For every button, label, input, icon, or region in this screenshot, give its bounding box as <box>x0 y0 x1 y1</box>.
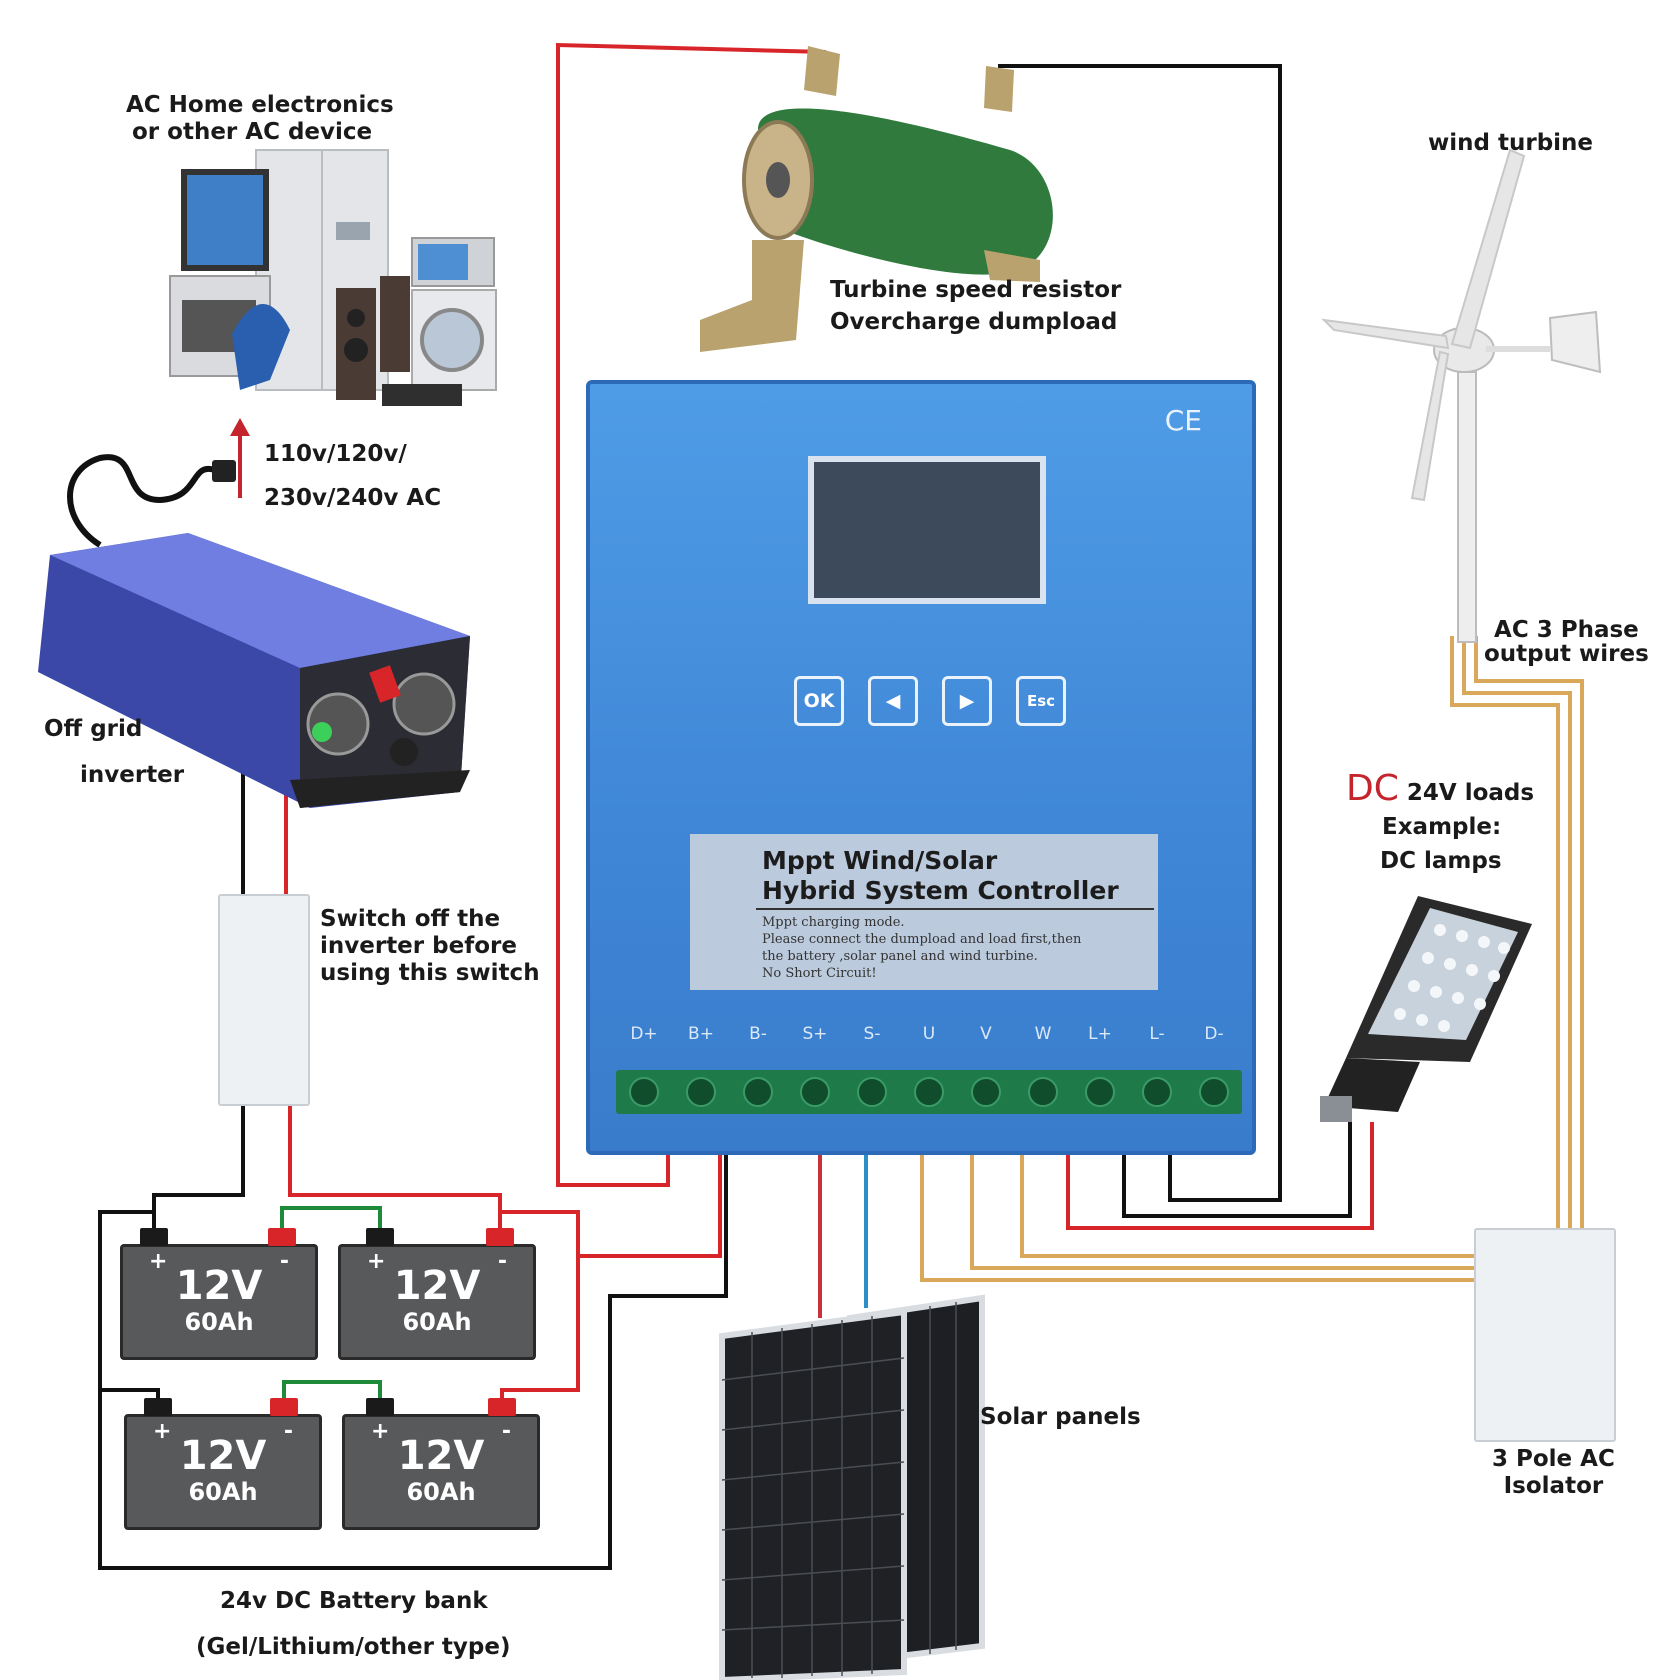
ac-phase-wires <box>920 636 1584 1282</box>
terminal-screw[interactable] <box>857 1077 887 1107</box>
terminal-label-u: U <box>922 1024 936 1044</box>
ce-mark: CE <box>1164 404 1202 437</box>
battery-3-negative-terminal <box>144 1398 172 1416</box>
battery-1-positive-terminal <box>268 1228 296 1246</box>
battery-bank-negative-return <box>98 1155 728 1570</box>
inverter-illustration <box>38 533 470 808</box>
left-button[interactable]: ◀ <box>868 676 918 726</box>
battery-4-positive-terminal <box>488 1398 516 1416</box>
terminal-label-b-plus: B+ <box>688 1024 714 1044</box>
power-plug <box>212 460 236 482</box>
battery-3-positive-terminal <box>270 1398 298 1416</box>
dumpload-negative-wire <box>998 64 1282 1202</box>
terminal-label-l-plus: L+ <box>1088 1024 1112 1044</box>
ac-output-arrow-head <box>230 418 250 436</box>
dumpload-resistor-illustration <box>700 46 1053 352</box>
esc-button[interactable]: Esc <box>1016 676 1066 726</box>
battery-series-negative <box>98 1210 160 1402</box>
terminal-label-d-minus: D- <box>1204 1024 1224 1044</box>
battery-series-positive <box>498 1210 580 1402</box>
battery-4-negative-terminal <box>366 1398 394 1416</box>
dc-load-positive-wire <box>1066 1122 1374 1230</box>
battery-2-positive-terminal <box>486 1228 514 1246</box>
solar-panels-illustration <box>719 1294 985 1680</box>
terminal-label-b-minus: B- <box>749 1024 767 1044</box>
terminal-screw[interactable] <box>1028 1077 1058 1107</box>
ac-devices-illustration <box>169 149 497 406</box>
terminal-screw[interactable] <box>743 1077 773 1107</box>
terminal-screw[interactable] <box>629 1077 659 1107</box>
terminal-label-d-plus: D+ <box>630 1024 658 1044</box>
terminal-label-l-minus: L- <box>1149 1024 1165 1044</box>
lcd-screen <box>808 456 1046 604</box>
terminal-screw[interactable] <box>800 1077 830 1107</box>
dumpload-positive-wire <box>556 42 827 1187</box>
ac-voltage-label: 110v/120v/230v/240v AC <box>264 441 442 511</box>
power-cord <box>67 454 216 548</box>
terminal-label-s-minus: S- <box>863 1024 881 1044</box>
wind-turbine-label: wind turbine <box>1428 130 1594 156</box>
battery-bank-label: 24v DC Battery bank(Gel/Lithium/other ty… <box>196 1588 511 1660</box>
wind-turbine-illustration <box>1321 148 1602 643</box>
battery-bank-positive-feed <box>578 1155 722 1258</box>
terminal-block <box>616 1070 1242 1114</box>
two-pole-breaker <box>218 894 310 1106</box>
terminal-screw[interactable] <box>971 1077 1001 1107</box>
battery-link-bottom <box>282 1380 382 1402</box>
terminal-screw[interactable] <box>686 1077 716 1107</box>
dc-accent-text: DC <box>1346 768 1399 809</box>
right-button[interactable]: ▶ <box>942 676 992 726</box>
battery-link-top <box>280 1206 382 1232</box>
solar-panels-label: Solar panels <box>980 1404 1141 1430</box>
ok-button[interactable]: OK <box>794 676 844 726</box>
terminal-screw[interactable] <box>1199 1077 1229 1107</box>
terminal-screw[interactable] <box>1142 1077 1172 1107</box>
controller-notes: Mppt charging mode.Please connect the du… <box>762 915 1082 981</box>
three-pole-isolator <box>1474 1228 1616 1442</box>
battery-1-negative-terminal <box>140 1228 168 1246</box>
terminal-screw[interactable] <box>914 1077 944 1107</box>
label-divider <box>756 908 1154 910</box>
terminal-label-w: W <box>1034 1024 1052 1044</box>
terminal-screw[interactable] <box>1085 1077 1115 1107</box>
terminal-label-s-plus: S+ <box>802 1024 828 1044</box>
breaker-negative-wire <box>152 1100 245 1228</box>
terminal-label-v: V <box>980 1024 992 1044</box>
dc-loads-label: DC 24V loads Example: DC lamps <box>1346 768 1535 875</box>
dc-lamp-illustration <box>1320 896 1532 1122</box>
dc-load-negative-wire <box>1122 1110 1352 1218</box>
battery-2-negative-terminal <box>366 1228 394 1246</box>
